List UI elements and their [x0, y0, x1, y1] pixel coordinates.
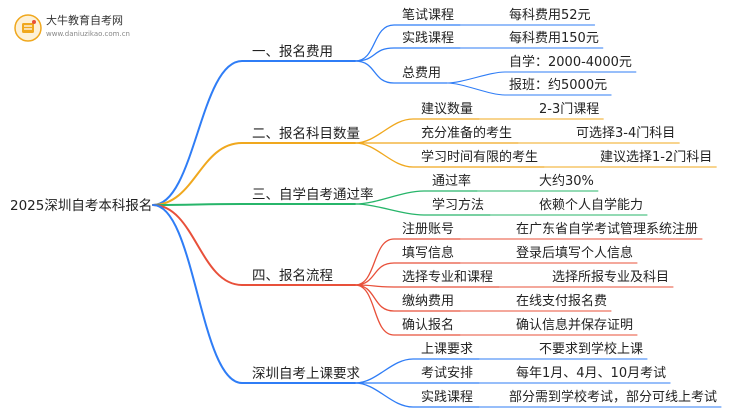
child-node-2-2: 充分准备的考生	[421, 126, 513, 141]
leaf-node-3-1-1: 大约30%	[539, 174, 594, 189]
leaf-node-2-3-1: 建议选择1-2门科目	[600, 150, 713, 165]
leaf-node-4-3-1: 选择所报专业及科目	[552, 270, 670, 285]
edge-branch-5-child-3	[354, 382, 480, 408]
edge-leaf-1-3-2	[446, 82, 612, 96]
edge-branch-1-child-1	[354, 24, 461, 62]
leaf-node-4-1-1: 在广东省自学考试管理系统注册	[516, 222, 699, 237]
leaf-node-4-5-1: 确认信息并保存证明	[516, 318, 634, 333]
edge-root-branch-1	[152, 60, 356, 206]
leaf-node-4-2-1: 登录后填写个人信息	[516, 246, 634, 261]
edge-root-branch-4	[152, 204, 356, 286]
logo-url: www.daniuzikao.com.cn	[46, 30, 130, 38]
edge-root-branch-2	[152, 142, 356, 206]
leaf-node-4-4-1: 在线支付报名费	[516, 294, 608, 309]
child-node-1-2: 实践课程	[402, 31, 455, 46]
child-node-3-1: 通过率	[432, 174, 472, 189]
child-node-5-2: 考试安排	[421, 366, 474, 381]
child-node-3-2: 学习方法	[432, 198, 485, 213]
child-node-4-1: 注册账号	[402, 222, 455, 237]
leaf-node-1-3-1: 自学：2000-4000元	[509, 55, 632, 70]
child-node-5-3: 实践课程	[421, 390, 474, 405]
edge-branch-1-child-2	[354, 47, 461, 62]
child-node-1-1: 笔试课程	[402, 8, 455, 23]
edge-branch-4-child-1	[354, 238, 461, 286]
edge-leaf-1-3-1	[446, 71, 637, 84]
edge-root-branch-5	[152, 204, 356, 384]
leaf-node-1-2-1: 每科费用150元	[509, 31, 599, 46]
edge-branch-4-child-3	[354, 284, 500, 288]
leaf-node-5-1-1: 不要求到学校上课	[539, 342, 644, 357]
branch-node-4: 四、报名流程	[252, 268, 333, 284]
leaf-node-3-2-1: 依赖个人自学能力	[539, 198, 644, 213]
leaf-node-5-3-1: 部分需到学校考试，部分可线上考试	[509, 390, 718, 405]
edge-branch-4-child-2	[354, 262, 461, 286]
child-node-2-1: 建议数量	[421, 102, 474, 117]
root-node: 2025深圳自考本科报名	[10, 198, 153, 214]
logo-icon	[14, 14, 42, 42]
branch-node-5: 深圳自考上课要求	[252, 366, 360, 382]
branch-node-2: 二、报名科目数量	[252, 126, 360, 142]
edge-branch-2-child-3	[354, 142, 545, 168]
edge-branch-4-child-5	[354, 284, 461, 336]
edge-branch-1-child-3	[354, 60, 448, 84]
branch-node-3: 三、自学自考通过率	[252, 187, 374, 203]
edge-branch-4-child-4	[354, 284, 461, 312]
child-node-1-3: 总费用	[402, 66, 442, 81]
leaf-node-1-3-2: 报班：约5000元	[509, 78, 608, 93]
edge-branch-2-child-1	[354, 118, 480, 144]
branch-node-1: 一、报名费用	[252, 44, 333, 60]
edge-branch-3-child-1	[354, 190, 478, 205]
edge-root-branch-3	[152, 203, 356, 206]
child-node-4-2: 填写信息	[402, 246, 455, 261]
edge-branch-3-child-2	[354, 203, 491, 216]
leaf-node-1-1-1: 每科费用52元	[509, 8, 591, 23]
logo-title: 大牛教育自考网	[46, 14, 123, 27]
leaf-node-2-1-1: 2-3门课程	[539, 102, 600, 117]
child-node-4-4: 缴纳费用	[402, 294, 455, 309]
child-node-4-3: 选择专业和课程	[402, 270, 494, 285]
child-node-5-1: 上课要求	[421, 342, 474, 357]
child-node-4-5: 确认报名	[402, 318, 455, 333]
leaf-node-5-2-1: 每年1月、4月、10月考试	[516, 366, 667, 381]
child-node-2-3: 学习时间有限的考生	[421, 150, 539, 165]
leaf-node-2-2-1: 可选择3-4门科目	[576, 126, 676, 141]
edge-branch-5-child-1	[354, 358, 480, 384]
